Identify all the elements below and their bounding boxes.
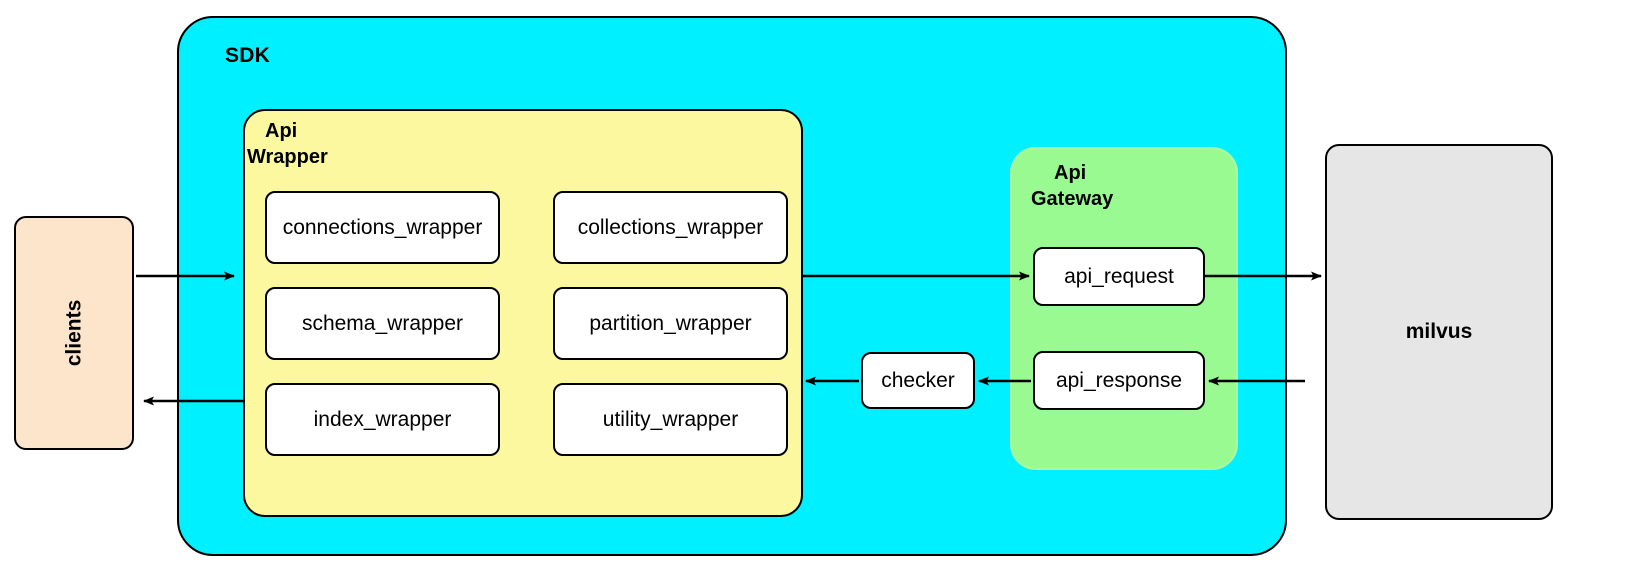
api-wrapper-label-line2: Wrapper [247,145,328,168]
clients-label: clients [62,299,85,367]
checker-label: checker [881,368,955,392]
milvus-label: milvus [1405,320,1473,343]
api-gateway-label-line1: Api [1054,162,1087,184]
milvus-node[interactable]: milvus [1325,144,1553,520]
api-wrapper-label: Api Wrapper [247,119,425,170]
module-label: partition_wrapper [589,311,752,335]
api-wrapper-label-line1: Api [265,120,298,142]
module-utility-wrapper[interactable]: utility_wrapper [553,383,788,456]
module-collections-wrapper[interactable]: collections_wrapper [553,191,788,264]
module-label: api_response [1055,368,1183,392]
module-label: collections_wrapper [577,215,764,239]
sdk-label: SDK [225,44,270,67]
module-api-request[interactable]: api_request [1033,247,1205,306]
module-label: utility_wrapper [602,407,739,431]
checker-node[interactable]: checker [861,352,975,409]
api-gateway-container[interactable]: Api Gateway [1010,147,1238,470]
clients-node[interactable]: clients [14,216,134,450]
module-schema-wrapper[interactable]: schema_wrapper [265,287,500,360]
module-index-wrapper[interactable]: index_wrapper [265,383,500,456]
module-label: schema_wrapper [301,311,464,335]
module-api-response[interactable]: api_response [1033,351,1205,410]
module-partition-wrapper[interactable]: partition_wrapper [553,287,788,360]
api-gateway-label: Api Gateway [1031,161,1204,212]
module-label: api_request [1064,264,1174,288]
module-label: connections_wrapper [282,215,483,239]
module-label: index_wrapper [313,407,452,431]
module-connections-wrapper[interactable]: connections_wrapper [265,191,500,264]
api-gateway-label-line2: Gateway [1031,187,1114,210]
